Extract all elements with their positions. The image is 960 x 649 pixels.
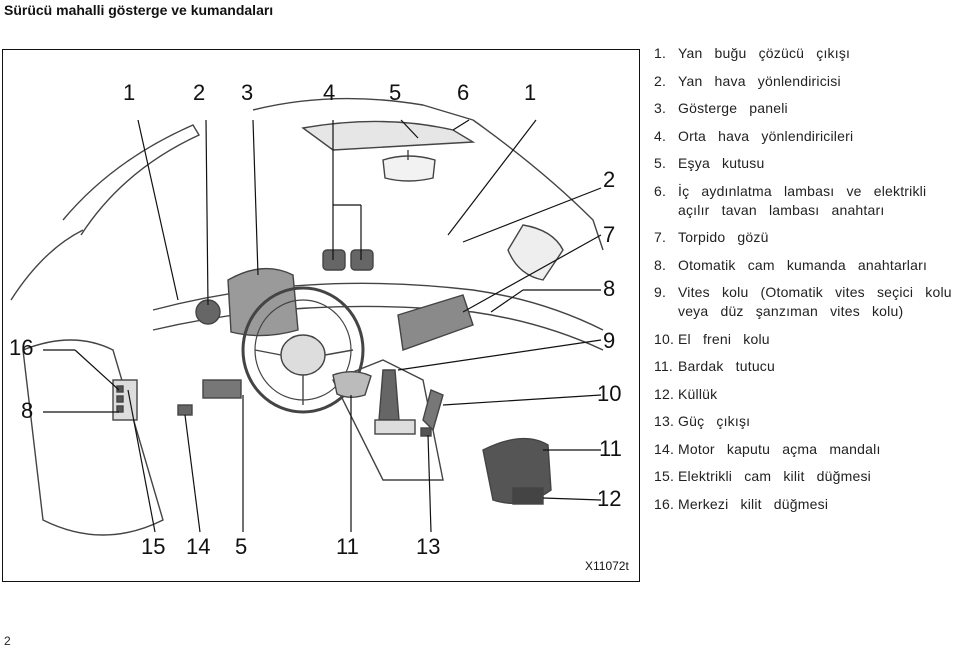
legend-item: 10. El freni kolu (654, 330, 958, 349)
legend-number: 16. (654, 495, 675, 512)
legend-number: 3. (654, 100, 667, 116)
callout-8-left: 8 (21, 398, 34, 423)
legend-text: Bardak tutucu (678, 358, 775, 374)
legend-item: 12. Küllük (654, 385, 958, 404)
legend-text: Küllük (678, 385, 718, 402)
legend-text: Torpido gözü (678, 229, 769, 245)
legend-item: 16. Merkezi kilit düğmesi (654, 495, 958, 514)
legend-text: Güç çıkışı (678, 413, 751, 429)
callout-1-top-right: 1 (524, 80, 537, 105)
legend-item: 8. Otomatik cam kumanda anahtarları (654, 256, 958, 275)
legend-item: 4. Orta hava yönlendiricileri (654, 127, 958, 146)
legend-item: 9. Vites kolu (Otomatik vites seçici kol… (654, 283, 958, 321)
callout-11-right: 11 (599, 436, 622, 461)
legend-item: 11. Bardak tutucu (654, 357, 958, 376)
callout-11-bottom: 11 (336, 534, 359, 559)
legend-number: 9. (654, 284, 667, 300)
dashboard-drawing (10, 97, 604, 536)
legend-item: 6. İç aydınlatma lambası ve elektrikli a… (654, 182, 958, 220)
legend-number: 5. (654, 155, 667, 171)
legend-number: 15. (654, 468, 675, 484)
callout-13: 13 (416, 534, 441, 559)
legend-text: El freni kolu (678, 330, 770, 347)
legend-text: Gösterge paneli (678, 100, 788, 116)
component-legend: 1. Yan buğu çözücü çıkışı 2. Yan hava yö… (654, 44, 958, 522)
legend-number: 4. (654, 127, 667, 144)
legend-text: Elektrikli cam kilit düğmesi (678, 468, 871, 484)
legend-number: 12. (654, 385, 675, 402)
callout-10: 10 (597, 381, 622, 406)
legend-text: Orta hava yönlendiricileri (678, 127, 854, 144)
callout-4: 4 (323, 80, 336, 105)
callout-12: 12 (597, 486, 622, 511)
legend-number: 13. (654, 413, 675, 429)
legend-item: 1. Yan buğu çözücü çıkışı (654, 44, 958, 63)
legend-number: 8. (654, 256, 667, 273)
callout-5-top: 5 (389, 80, 402, 105)
callout-1-top-left: 1 (123, 80, 136, 105)
legend-text: Motor kaputu açma mandalı (678, 440, 881, 457)
legend-text: Yan hava yönlendiricisi (678, 72, 841, 89)
callout-16: 16 (9, 335, 34, 360)
legend-text: Vites kolu (Otomatik vites seçici kolu v… (678, 284, 952, 319)
callout-7: 7 (603, 222, 616, 247)
legend-number: 10. (654, 330, 675, 347)
legend-item: 13. Güç çıkışı (654, 412, 958, 431)
callout-14: 14 (186, 534, 211, 559)
callout-15: 15 (141, 534, 166, 559)
figure-code: X11072t (585, 559, 629, 573)
callout-6: 6 (457, 80, 470, 105)
legend-text: Yan buğu çözücü çıkışı (678, 45, 851, 61)
legend-number: 14. (654, 440, 675, 457)
legend-number: 7. (654, 229, 667, 245)
callout-2-top: 2 (193, 80, 206, 105)
callout-2-right: 2 (603, 167, 616, 192)
callout-8-right: 8 (603, 276, 616, 301)
page-number: 2 (4, 634, 11, 648)
legend-item: 15. Elektrikli cam kilit düğmesi (654, 467, 958, 486)
left-pillar (62, 124, 201, 236)
legend-item: 5. Eşya kutusu (654, 154, 958, 173)
legend-number: 6. (654, 182, 667, 199)
legend-item: 2. Yan hava yönlendiricisi (654, 72, 958, 91)
callout-5-bottom: 5 (235, 534, 248, 559)
legend-text: Merkezi kilit düğmesi (678, 495, 829, 512)
legend-number: 2. (654, 72, 667, 89)
page-title: Sürücü mahalli gösterge ve kumandaları (4, 2, 274, 18)
legend-number: 1. (654, 45, 667, 61)
legend-text: Eşya kutusu (678, 155, 765, 171)
legend-item: 3. Gösterge paneli (654, 99, 958, 118)
callout-9: 9 (603, 328, 616, 353)
legend-text: Otomatik cam kumanda anahtarları (678, 256, 928, 273)
legend-text: İç aydınlatma lambası ve elektrikli açıl… (678, 182, 927, 218)
callout-3: 3 (241, 80, 254, 105)
legend-item: 7. Torpido gözü (654, 228, 958, 247)
legend-item: 14. Motor kaputu açma mandalı (654, 440, 958, 459)
dashboard-illustration: 1 2 3 4 5 6 1 2 7 8 9 10 11 12 16 8 15 1… (2, 49, 640, 582)
legend-number: 11. (654, 358, 674, 374)
